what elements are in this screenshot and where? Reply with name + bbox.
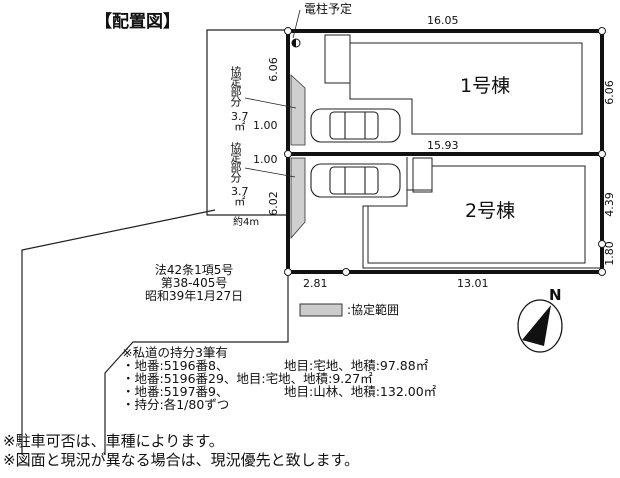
area-unit: ㎡ bbox=[234, 195, 246, 208]
road-designation: 法42条1項5号 第38-405号 昭和39年1月27日 bbox=[145, 264, 243, 303]
dim-top: 16.05 bbox=[427, 14, 459, 27]
page-title: 【配置図】 bbox=[95, 12, 180, 32]
agreement-label: 協定部分 bbox=[229, 142, 242, 182]
note-line: 地目:山林、地積:132.00㎡ bbox=[284, 384, 437, 399]
legend-label: :協定範囲 bbox=[347, 303, 400, 317]
agreement-area-upper bbox=[290, 74, 306, 146]
road-width: 約4m bbox=[233, 217, 260, 228]
building-2-outline bbox=[367, 165, 586, 264]
compass-north-label: N bbox=[549, 286, 562, 304]
dim-left-upper: 6.06 bbox=[266, 57, 280, 82]
utility-pole-label: 電柱予定 bbox=[304, 2, 353, 16]
note-line: ・地番:5196番8、 bbox=[122, 358, 229, 373]
dim-right-mid: 4.39 bbox=[602, 192, 616, 217]
dim-left-lower: 6.02 bbox=[266, 191, 280, 216]
agreement-label: 協定部分 bbox=[229, 66, 242, 106]
dim-setback-lower: 1.00 bbox=[253, 153, 278, 166]
building-2-label: 2号棟 bbox=[465, 200, 516, 222]
north-arrow-icon bbox=[517, 299, 563, 353]
road-designation-line: 昭和39年1月27日 bbox=[145, 289, 244, 303]
private-road-notes: ※私道の持分3筆有 ・地番:5196番8、 地目:宅地、地積:97.88㎡ ・地番… bbox=[122, 345, 436, 412]
dim-setback-upper: 1.00 bbox=[253, 119, 278, 132]
car-icon bbox=[310, 163, 401, 198]
footnotes: ※駐車可否は、車種によります。 ※図面と現況が異なる場合は、現況優先と致します。 bbox=[3, 432, 359, 470]
agreement-area-lower-label: 協定部分 bbox=[229, 142, 242, 182]
note-line: ・持分:各1/80ずつ bbox=[122, 397, 230, 412]
note-line: ※私道の持分3筆有 bbox=[122, 345, 228, 360]
car-icon bbox=[310, 108, 401, 143]
building-1-outline bbox=[349, 42, 583, 135]
footnote: ※駐車可否は、車種によります。 bbox=[3, 432, 224, 450]
building-2-porch bbox=[412, 157, 433, 193]
road-designation-line: 法42条1項5号 bbox=[154, 263, 234, 277]
agreement-area-lower bbox=[290, 157, 306, 240]
note-line: ・地番:5196番29、地目:宅地、地積:9.27㎡ bbox=[122, 371, 373, 386]
road-outline bbox=[21, 29, 289, 455]
agreement-area-upper-label: 協定部分 bbox=[229, 66, 242, 106]
footnote: ※図面と現況が異なる場合は、現況優先と致します。 bbox=[3, 451, 360, 469]
note-line: ・地番:5197番9、 bbox=[122, 384, 229, 399]
dim-bottom-left: 2.81 bbox=[303, 277, 328, 290]
dim-right-lower: 1.80 bbox=[602, 241, 616, 266]
area-value: 3.7 bbox=[231, 110, 249, 123]
dim-right-upper: 6.06 bbox=[602, 80, 616, 105]
dim-bottom-right: 13.01 bbox=[457, 277, 489, 290]
note-line: 地目:宅地、地積:97.88㎡ bbox=[284, 358, 429, 373]
building-1-label: 1号棟 bbox=[460, 75, 511, 97]
boundary-markers bbox=[284, 27, 606, 276]
area-unit: ㎡ bbox=[234, 120, 246, 133]
utility-pole-icon bbox=[291, 38, 301, 48]
building-1-porch bbox=[324, 34, 351, 84]
dim-middle: 15.93 bbox=[427, 139, 459, 152]
area-value: 3.7 bbox=[231, 185, 249, 198]
road-designation-line: 第38-405号 bbox=[160, 276, 228, 290]
legend-swatch bbox=[299, 303, 343, 317]
